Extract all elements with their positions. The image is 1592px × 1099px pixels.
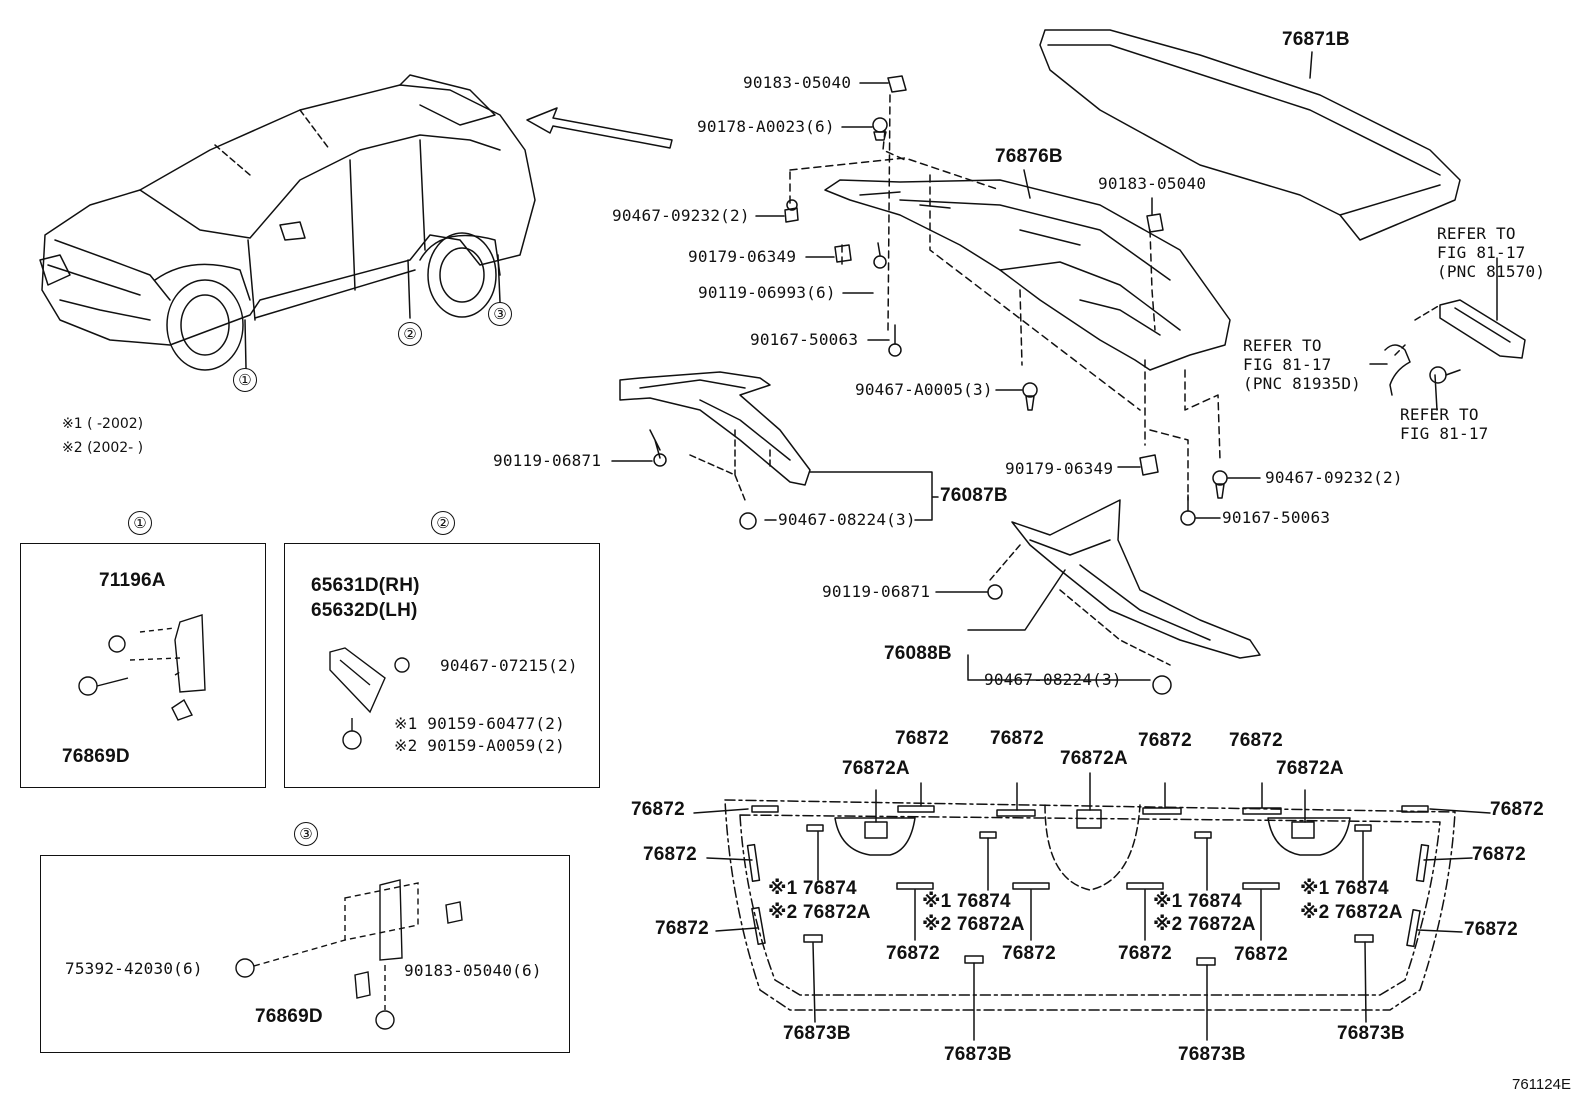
part-90179-06349-right: 90179-06349 [1005, 459, 1114, 478]
clip-76873B-4: 76873B [1337, 1023, 1405, 1044]
part-90167-50063-left: 90167-50063 [750, 330, 859, 349]
part-90467-09232-right: 90467-09232(2) [1265, 468, 1403, 487]
part-90183-05040-right: 90183-05040 [1098, 174, 1207, 193]
clip-76872-13: 76872 [1118, 943, 1172, 964]
clip-76872-2: 76872 [990, 728, 1044, 749]
clip-76872-12: 76872 [1002, 943, 1056, 964]
clip-76873B-2: 76873B [944, 1044, 1012, 1065]
inset-callout-2: ② [431, 511, 455, 535]
clip-76872-5: 76872 [631, 799, 685, 820]
clip-76873B-3: 76873B [1178, 1044, 1246, 1065]
part-76088B: 76088B [884, 643, 952, 664]
inset2-part-90467-07215: 90467-07215(2) [440, 656, 578, 675]
inset-box-3 [40, 855, 570, 1053]
part-90467-08224-left: 90467-08224(3) [778, 510, 916, 529]
clip-76872-10: 76872 [1464, 919, 1518, 940]
part-90183-05040-top: 90183-05040 [743, 73, 852, 92]
clip-note2-76872A-a: ※2 76872A [768, 902, 871, 923]
clip-note1-76874-a: ※1 76874 [768, 878, 857, 899]
part-90467-08224-right: 90467-08224(3) [984, 670, 1122, 689]
fastener-icons-upper [784, 75, 1228, 526]
part-90119-06993: 90119-06993(6) [698, 283, 836, 302]
inset-callout-1: ① [128, 511, 152, 535]
part-90119-06871-right: 90119-06871 [822, 582, 931, 601]
clip-note1-76874-c: ※1 76874 [1153, 891, 1242, 912]
note-1: ※1 ( -2002) [62, 416, 144, 432]
inset2-part-65632D: 65632D(LH) [311, 600, 418, 621]
part-76087B: 76087B [940, 485, 1008, 506]
part-90119-06871-left: 90119-06871 [493, 451, 602, 470]
clip-76872A-1: 76872A [842, 758, 910, 779]
clip-76872-7: 76872 [643, 844, 697, 865]
clip-76872-9: 76872 [655, 918, 709, 939]
inset2-part-65631D: 65631D(RH) [311, 575, 420, 596]
figure-id: 761124E [1512, 1076, 1571, 1093]
clip-76872-6: 76872 [1490, 799, 1544, 820]
clip-76872-4: 76872 [1229, 730, 1283, 751]
part-90467-A0005: 90467-A0005(3) [855, 380, 993, 399]
clip-note2-76872A-b: ※2 76872A [922, 914, 1025, 935]
clip-76872A-2: 76872A [1060, 748, 1128, 769]
spoiler-76871B-shape [1039, 29, 1461, 241]
inset-box-1 [20, 543, 266, 788]
part-90467-09232-left: 90467-09232(2) [612, 206, 750, 225]
clip-note2-76872A-d: ※2 76872A [1300, 902, 1403, 923]
callout-3: ③ [488, 302, 512, 326]
part-90167-50063-right: 90167-50063 [1222, 508, 1331, 527]
note-2: ※2 (2002- ) [62, 440, 144, 456]
clip-note2-76872A-c: ※2 76872A [1153, 914, 1256, 935]
leader-lines [611, 82, 1498, 681]
inset2-part-90159-60477: ※1 90159-60477(2) [394, 714, 565, 733]
inset3-part-75392-42030: 75392-42030(6) [65, 959, 203, 978]
clip-76872-11: 76872 [886, 943, 940, 964]
assembly-lines-upper [789, 94, 1221, 501]
spoiler-bracket-76876B-shape [824, 179, 1231, 371]
lower-panel-shape [693, 772, 1491, 1041]
inset1-part-76869D: 76869D [62, 746, 130, 767]
clip-note1-76874-b: ※1 76874 [922, 891, 1011, 912]
inset-illustrations [78, 614, 463, 1030]
part-76876B: 76876B [995, 146, 1063, 167]
inset1-part-71196A: 71196A [99, 570, 166, 591]
vehicle-illustration [39, 74, 536, 371]
callout-2: ② [398, 322, 422, 346]
inset-callout-3: ③ [294, 822, 318, 846]
clip-76872-14: 76872 [1234, 944, 1288, 965]
clip-76872A-3: 76872A [1276, 758, 1344, 779]
part-90178-A0023: 90178-A0023(6) [697, 117, 835, 136]
inset-box-2 [284, 543, 600, 788]
stop-light-assembly [1384, 299, 1526, 396]
clip-76873B-1: 76873B [783, 1023, 851, 1044]
inset3-part-90183-05040: 90183-05040(6) [404, 961, 542, 980]
side-garnish-76087B-shape [619, 371, 811, 530]
side-garnish-76088B-shape [987, 499, 1261, 695]
clip-76872-3: 76872 [1138, 730, 1192, 751]
part-76871B: 76871B [1282, 29, 1350, 50]
inset3-part-76869D: 76869D [255, 1006, 323, 1027]
inset2-part-90159-A0059: ※2 90159-A0059(2) [394, 736, 565, 755]
clip-76872-1: 76872 [895, 728, 949, 749]
direction-arrow [526, 107, 673, 149]
clip-76872-8: 76872 [1472, 844, 1526, 865]
clip-note1-76874-d: ※1 76874 [1300, 878, 1389, 899]
callout-1: ① [233, 368, 257, 392]
part-90179-06349-left: 90179-06349 [688, 247, 797, 266]
